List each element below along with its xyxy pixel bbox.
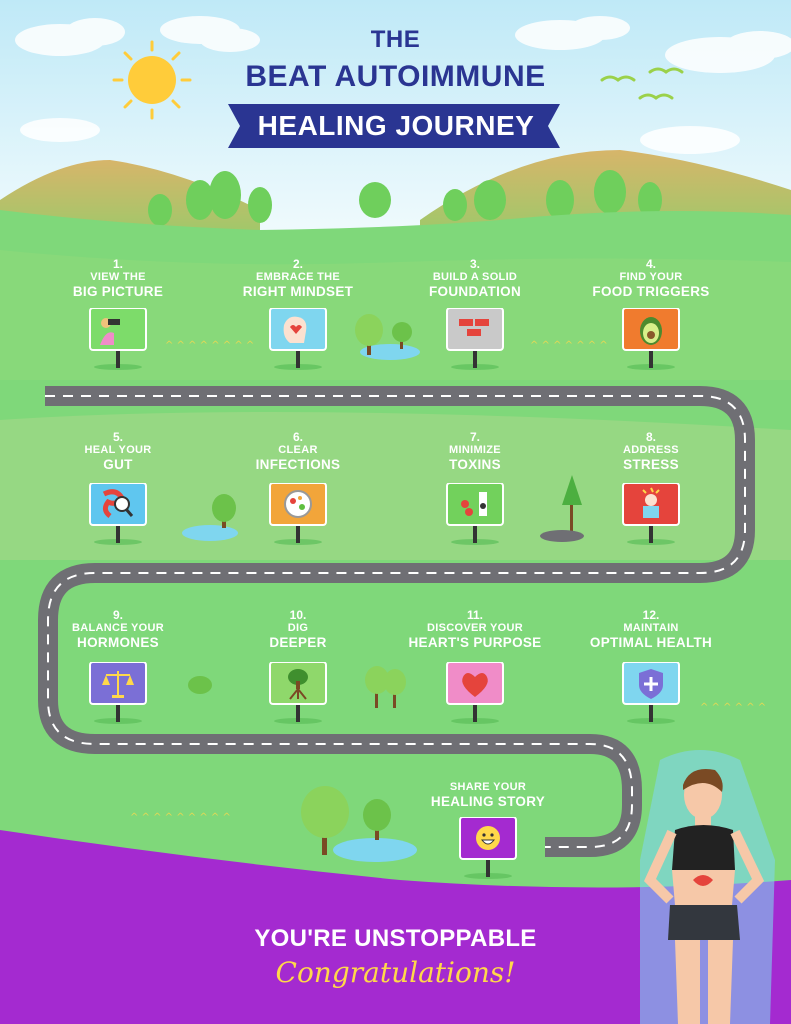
title-banner-shape bbox=[228, 104, 560, 148]
petri-dish-icon bbox=[284, 490, 312, 518]
step-line2: TOXINS bbox=[449, 457, 501, 473]
sun-icon bbox=[112, 40, 192, 120]
shield-icon bbox=[639, 669, 663, 699]
step-line2: INFECTIONS bbox=[255, 457, 341, 473]
step-number: 7. bbox=[469, 430, 480, 444]
heart-icon bbox=[462, 673, 488, 697]
scales-icon bbox=[102, 671, 134, 698]
step-line2: GUT bbox=[103, 457, 133, 473]
step-line1: MAINTAIN bbox=[623, 622, 679, 635]
step-line2: RIGHT MINDSET bbox=[242, 284, 354, 300]
step-number: 8. bbox=[645, 430, 656, 444]
step-line2: STRESS bbox=[623, 457, 679, 473]
step-line1: BALANCE YOUR bbox=[71, 622, 164, 635]
svg-text:^ ^ ^ ^ ^ ^: ^ ^ ^ ^ ^ ^ bbox=[700, 702, 766, 713]
step-line1: DISCOVER YOUR bbox=[427, 622, 523, 635]
smiley-icon bbox=[476, 826, 500, 850]
step-line1: ADDRESS bbox=[623, 444, 679, 457]
step-sign bbox=[268, 307, 328, 370]
step-line2: OPTIMAL HEALTH bbox=[589, 635, 713, 651]
step-sign bbox=[268, 661, 328, 724]
binoculars-person-icon bbox=[100, 318, 120, 345]
step-line2: DEEPER bbox=[269, 635, 327, 651]
final-step-line1: SHARE YOUR bbox=[449, 781, 527, 793]
bricks-icon bbox=[459, 319, 489, 336]
title-line-3: HEALING JOURNEY bbox=[257, 110, 535, 141]
step-line1: EMBRACE THE bbox=[256, 271, 340, 284]
step-line2: HEART'S PURPOSE bbox=[408, 635, 542, 651]
step-number: 11. bbox=[466, 608, 484, 622]
step-sign bbox=[621, 482, 681, 545]
clouds bbox=[15, 16, 791, 154]
step-line1: BUILD A SOLID bbox=[432, 271, 518, 284]
step-line1: MINIMIZE bbox=[449, 444, 501, 457]
horizon-trees bbox=[148, 170, 662, 226]
birds bbox=[600, 67, 684, 100]
step-line2: HORMONES bbox=[77, 635, 159, 651]
step-line1: VIEW THE bbox=[90, 271, 146, 284]
step-sign bbox=[88, 307, 148, 370]
final-step-sign bbox=[458, 816, 518, 879]
svg-text:^ ^ ^ ^ ^ ^ ^: ^ ^ ^ ^ ^ ^ ^ bbox=[530, 340, 608, 351]
step-number: 2. bbox=[292, 257, 303, 271]
winding-road bbox=[38, 386, 755, 857]
step-line2: FOUNDATION bbox=[429, 284, 521, 300]
step-line1: CLEAR bbox=[278, 444, 318, 457]
step-line2: FOOD TRIGGERS bbox=[592, 284, 710, 300]
step-sign bbox=[88, 482, 148, 545]
svg-text:^ ^ ^ ^ ^ ^ ^ ^ ^: ^ ^ ^ ^ ^ ^ ^ ^ ^ bbox=[130, 812, 231, 823]
avocado-icon bbox=[640, 317, 662, 345]
step-number: 10. bbox=[289, 608, 307, 622]
woman-figure bbox=[640, 750, 775, 1024]
step-sign bbox=[445, 307, 505, 370]
step-line2: BIG PICTURE bbox=[72, 284, 164, 300]
step-number: 1. bbox=[112, 257, 123, 271]
title-line-2: BEAT AUTOIMMUNE bbox=[245, 60, 546, 93]
step-sign bbox=[445, 661, 505, 724]
step-line1: HEAL YOUR bbox=[84, 444, 152, 457]
step-number: 4. bbox=[645, 257, 656, 271]
gut-magnifier-icon bbox=[102, 489, 134, 518]
step-line1: FIND YOUR bbox=[619, 271, 683, 284]
decor-trees bbox=[182, 314, 584, 862]
step-sign bbox=[621, 661, 681, 724]
title-line-1: THE bbox=[370, 26, 421, 53]
step-sign bbox=[621, 307, 681, 370]
closing-line-2: Congratulations! bbox=[275, 956, 516, 989]
step-number: 6. bbox=[292, 430, 303, 444]
step-sign bbox=[88, 661, 148, 724]
head-heart-icon bbox=[283, 316, 307, 343]
svg-text:^ ^ ^ ^ ^ ^ ^ ^: ^ ^ ^ ^ ^ ^ ^ ^ bbox=[165, 340, 254, 351]
step-sign bbox=[445, 482, 505, 545]
stressed-person-icon bbox=[642, 487, 660, 518]
final-step-line2: HEALING STORY bbox=[430, 793, 546, 809]
closing-line-1: YOU'RE UNSTOPPABLE bbox=[254, 925, 537, 952]
step-line1: DIG bbox=[287, 622, 309, 635]
step-sign bbox=[268, 482, 328, 545]
step-number: 3. bbox=[469, 257, 480, 271]
step-number: 12. bbox=[642, 608, 660, 622]
step-number: 9. bbox=[112, 608, 123, 622]
grass-dots: ^ ^ ^ ^ ^ ^ ^ ^ ^ ^ ^ ^ ^ ^ ^ ^ ^ ^ ^ ^ … bbox=[130, 340, 766, 823]
tree-roots-icon bbox=[288, 669, 308, 700]
step-number: 5. bbox=[112, 430, 123, 444]
toxins-icon bbox=[461, 492, 487, 516]
